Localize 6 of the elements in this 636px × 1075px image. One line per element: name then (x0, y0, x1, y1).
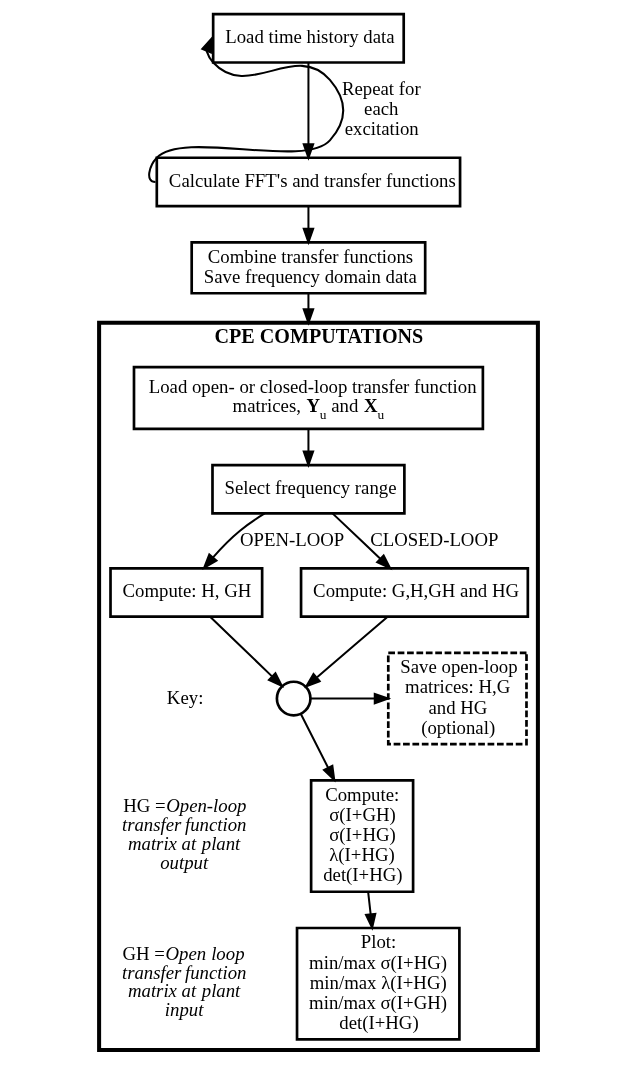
edge-label: OPEN-LOOP (239, 528, 344, 550)
edge-label: CLOSED-LOOP (369, 528, 498, 550)
label: HG =Open-loop transfer function matrix at plant output (121, 795, 246, 873)
label: Key: (166, 686, 203, 708)
edge-label: Repeat for each excitation (341, 77, 421, 140)
label: GH =Open loop transfer function matrix at plant input (121, 942, 246, 1021)
